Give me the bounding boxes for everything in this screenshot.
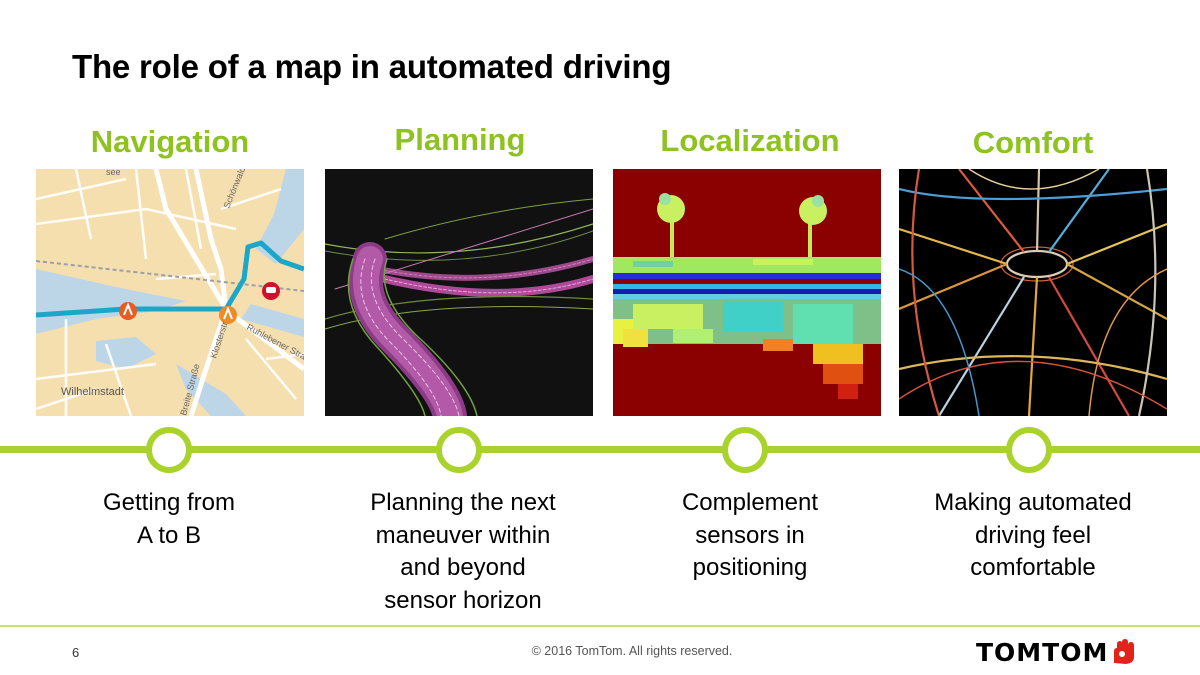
caption-line: Planning the next: [370, 489, 556, 516]
column-title-navigation: Navigation: [90, 124, 250, 159]
column-title-localization: Localization: [660, 123, 840, 158]
timeline-milestone-planning: [436, 427, 482, 473]
caption-line: positioning: [692, 554, 808, 581]
copyright-notice: © 2016 TomTom. All rights reserved.: [531, 644, 733, 658]
caption-line: Complement: [681, 489, 819, 516]
page-number: 6: [72, 645, 80, 660]
caption-localization: Complement sensors in positioning: [616, 487, 884, 585]
caption-line: A to B: [136, 521, 202, 549]
footer-divider: [0, 625, 1200, 627]
brand-wordmark: TOMTOM: [976, 637, 1109, 667]
caption-line: and beyond: [400, 554, 526, 581]
timeline-line: [0, 446, 1200, 453]
timeline-milestone-comfort: [1006, 427, 1052, 473]
navigation-map-image: Wilhelmstadt Klosterstr Ruhlebener Straß…: [36, 169, 304, 416]
slide-title: The role of a map in automated driving: [72, 48, 672, 85]
caption-line: sensors in: [695, 521, 805, 549]
localization-depth-map-image: [613, 169, 881, 416]
caption-navigation: Getting from A to B: [35, 487, 303, 552]
caption-line: Getting from: [102, 489, 236, 516]
planning-road-model-image: [325, 169, 593, 416]
map-label-district: Wilhelmstadt: [61, 386, 124, 398]
caption-line: comfortable: [970, 554, 1096, 581]
timeline-milestone-localization: [722, 427, 768, 473]
caption-line: maneuver within: [375, 521, 551, 549]
caption-line: Making automated: [934, 489, 1132, 516]
caption-comfort: Making automated driving feel comfortabl…: [899, 487, 1167, 585]
caption-planning: Planning the next maneuver within and be…: [329, 487, 597, 617]
caption-line: driving feel: [974, 521, 1092, 549]
column-title-planning: Planning: [394, 122, 526, 157]
timeline-milestone-navigation: [146, 427, 192, 473]
tomtom-hand-icon: [1114, 639, 1135, 664]
column-title-comfort: Comfort: [972, 125, 1094, 160]
tomtom-logo: TOMTOM: [976, 636, 1138, 668]
map-label-street-5: see: [106, 169, 121, 177]
caption-line: sensor horizon: [384, 586, 542, 614]
comfort-trajectories-image: [899, 169, 1167, 416]
